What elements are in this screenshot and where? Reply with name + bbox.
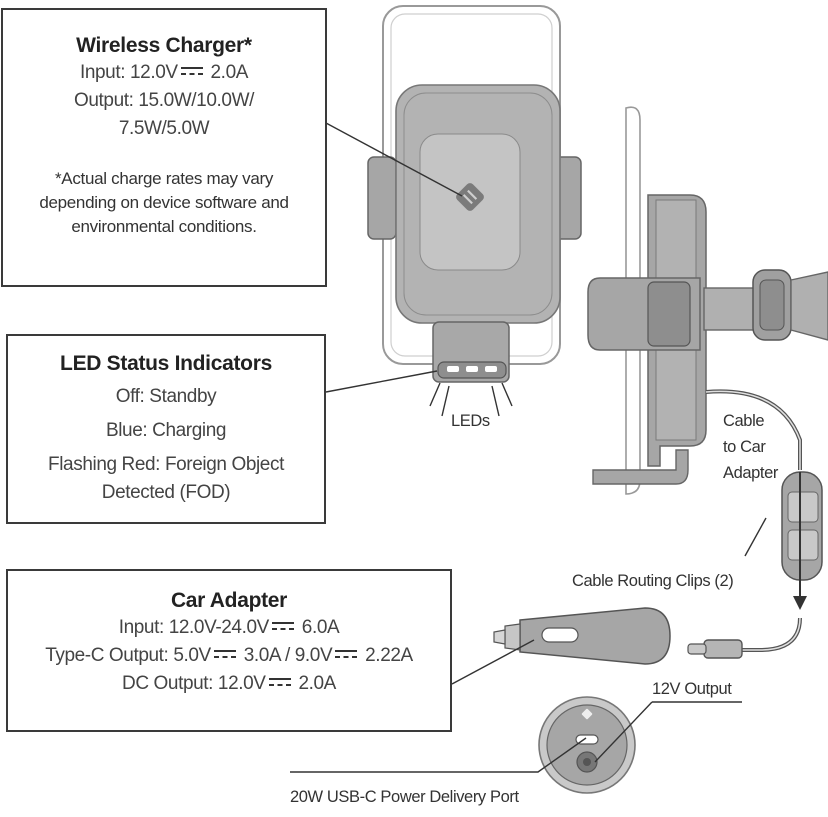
car-adapter-typec-output: Type-C Output: 5.0V 3.0A / 9.0V 2.22A: [45, 645, 413, 666]
twelve-v-output-label: 12V Output: [652, 680, 732, 698]
car-adapter-input: Input: 12.0V-24.0V 6.0A: [118, 617, 340, 638]
car-adapter-box: Car Adapter Input: 12.0V-24.0V 6.0A Type…: [6, 569, 452, 732]
cable-to-car-adapter-label-1: Cable: [723, 412, 765, 430]
wireless-charger-note-3: environmental conditions.: [71, 217, 257, 236]
wireless-charger-output-1: Output: 15.0W/10.0W/: [74, 90, 254, 111]
leds-label: LEDs: [451, 412, 490, 430]
wireless-charger-note-1: *Actual charge rates may vary: [54, 169, 274, 188]
usb-c-port-label: 20W USB-C Power Delivery Port: [290, 788, 519, 806]
left-grip: [367, 156, 397, 240]
wireless-charger-title: Wireless Charger*: [76, 34, 252, 57]
cable-routing-clips-label: Cable Routing Clips (2): [572, 572, 734, 590]
led-status-fod: Detected (FOD): [101, 482, 231, 503]
car-adapter-side: [493, 607, 671, 665]
led-rays: [429, 382, 513, 417]
car-adapter-title: Car Adapter: [170, 589, 288, 612]
led-status-off: Off: Standby: [115, 386, 217, 407]
car-adapter-front: [538, 696, 636, 794]
wireless-charger-box: Wireless Charger* Input: 12.0V 2.0A Outp…: [1, 8, 327, 287]
cable-to-car-adapter-label-2: to Car: [723, 438, 766, 456]
arrow-down-icon: [793, 596, 807, 610]
dc-symbol-icon: [180, 66, 203, 75]
dc-plug: [703, 639, 743, 659]
mount-side-view: [587, 106, 828, 495]
dc-symbol-icon: [213, 649, 236, 658]
cable-routing-clips: [781, 471, 823, 581]
dc-symbol-icon: [271, 621, 294, 630]
car-adapter-dc-output: DC Output: 12.0V 2.0A: [122, 673, 336, 694]
cable-to-car-adapter-label-3: Adapter: [723, 464, 778, 482]
leader-lines: [290, 122, 767, 773]
scosche-logo-icon: [456, 183, 484, 211]
led-status-flashing-red: Flashing Red: Foreign Object: [48, 454, 284, 475]
wireless-charger-output-2: 7.5W/5.0W: [118, 118, 210, 139]
dc-symbol-icon: [335, 649, 358, 658]
led-status-blue: Blue: Charging: [105, 420, 227, 441]
wireless-charger-note-2: depending on device software and: [39, 193, 289, 212]
dc-symbol-icon: [268, 677, 291, 686]
wireless-charger-input: Input: 12.0V 2.0A: [79, 62, 249, 83]
led-status-box: LED Status Indicators Off: Standby Blue:…: [6, 334, 326, 524]
led-status-title: LED Status Indicators: [60, 352, 272, 375]
